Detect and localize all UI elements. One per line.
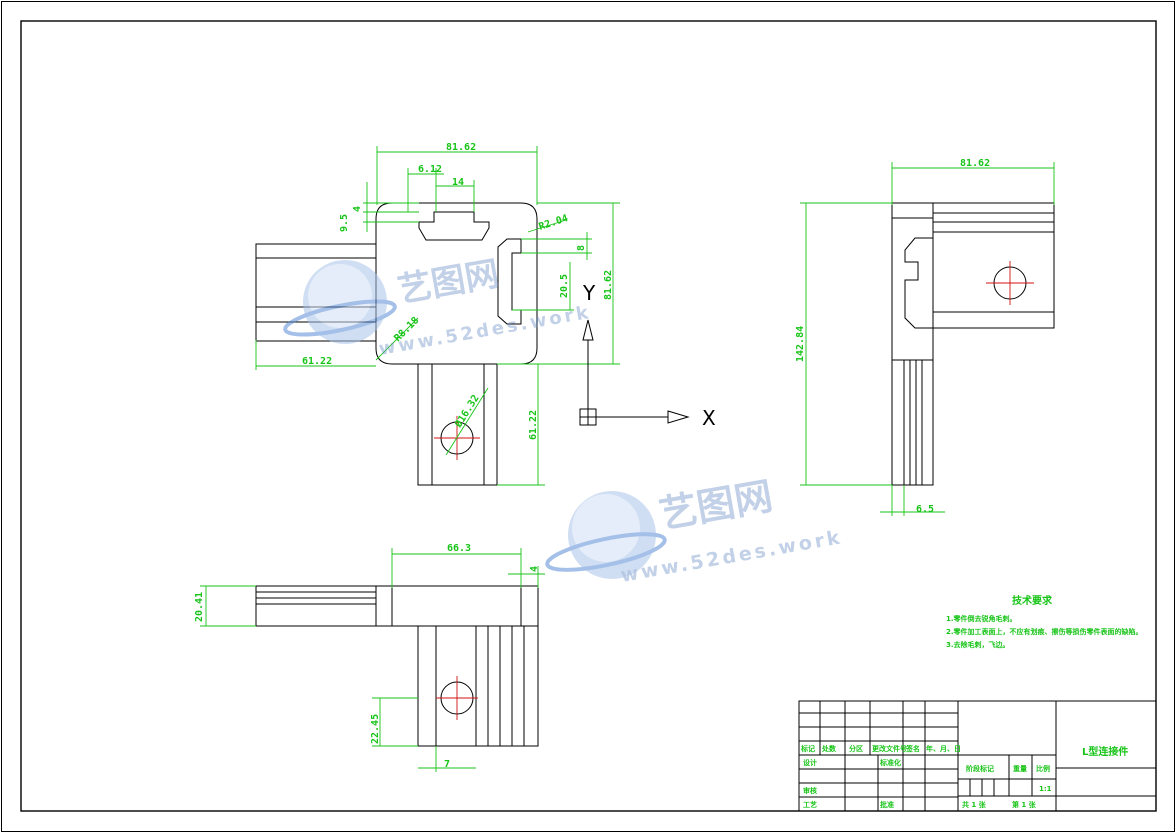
axis-y-label: Y <box>582 281 596 305</box>
title-block: 标记 处数 分区 更改文件号 签名 年、月、日 设计 标准化 审核 工艺 批准 … <box>798 700 1157 812</box>
tech-note-2: 2.零件加工表面上，不应有划痕、擦伤等损伤零件表面的缺陷。 <box>946 627 1143 636</box>
dim-depth-8: 8 <box>576 245 587 251</box>
tb-zone: 分区 <box>849 744 863 753</box>
tb-sign: 签名 <box>905 744 920 753</box>
dim-hole-center: 22.45 <box>370 714 381 744</box>
tb-approve: 批准 <box>880 800 894 809</box>
watermark-brand: 艺图网 <box>395 254 502 311</box>
dim-side-height: 142.84 <box>795 326 806 362</box>
watermark-globe-icon-2 <box>545 491 667 579</box>
dim-height-8162: 81.62 <box>603 270 614 300</box>
dim-side-thick: 6.5 <box>916 504 934 515</box>
front-view-dims: 66.3 4 20.41 22.45 7 <box>194 543 545 772</box>
tech-note-3: 3.去除毛刺，飞边。 <box>946 640 1010 649</box>
dim-bottom-ext: 61.22 <box>528 410 539 440</box>
watermark-globe-icon <box>283 260 397 344</box>
dim-edge-4: 4 <box>352 206 363 212</box>
dim-left-ext: 61.22 <box>302 356 332 367</box>
dim-slot-offset: 14 <box>452 177 464 188</box>
tb-sheet-no: 第 1 张 <box>1012 800 1037 809</box>
watermark-1: 艺图网 www.52des.work <box>283 254 593 360</box>
tb-part-name: L型连接件 <box>1082 745 1128 758</box>
tb-mark: 标记 <box>800 744 815 753</box>
tb-design: 设计 <box>803 758 817 767</box>
tb-ratio: 比例 <box>1036 764 1050 773</box>
front-view <box>255 585 539 747</box>
tb-change-doc: 更改文件号 <box>872 744 907 753</box>
tb-date: 年、月、日 <box>926 744 961 753</box>
dim-side-width: 81.62 <box>960 158 990 169</box>
tb-scale: 1:1 <box>1039 785 1052 793</box>
dim-slot-205: 20.5 <box>559 274 570 298</box>
watermark-2: 艺图网 www.52des.work <box>545 474 844 587</box>
dim-edge-95: 9.5 <box>339 214 350 232</box>
side-view-dims: 81.62 142.84 6.5 <box>795 158 1055 516</box>
dim-front-bottom: 7 <box>444 759 450 770</box>
dim-front-width: 66.3 <box>447 543 471 554</box>
tech-title: 技术要求 <box>1012 594 1053 607</box>
tb-weight: 重量 <box>1013 764 1027 773</box>
side-view <box>891 202 1055 486</box>
tb-process: 工艺 <box>803 800 817 809</box>
dim-front-height: 20.41 <box>194 592 205 622</box>
tb-sheets: 共 1 张 <box>962 800 987 809</box>
tb-stage-mark: 阶段标记 <box>966 764 994 773</box>
dim-radius: R2.04 <box>538 213 570 233</box>
dim-front-edge: 4 <box>529 566 540 572</box>
dim-top-width: 81.62 <box>446 142 476 153</box>
dim-slot-width: 6.12 <box>418 164 442 175</box>
watermark-brand-2: 艺图网 <box>656 474 776 537</box>
axis-x-label: X <box>702 406 716 430</box>
tech-note-1: 1.零件倒去锐角毛刺。 <box>946 614 1017 623</box>
tech-requirements: 技术要求 1.零件倒去锐角毛刺。 2.零件加工表面上，不应有划痕、擦伤等损伤零件… <box>946 594 1143 649</box>
tb-standard: 标准化 <box>879 758 901 767</box>
tb-count: 处数 <box>821 744 837 753</box>
tb-check: 审核 <box>803 786 817 795</box>
inner-frame <box>20 20 1157 812</box>
ucs-icon: X Y <box>579 281 716 430</box>
